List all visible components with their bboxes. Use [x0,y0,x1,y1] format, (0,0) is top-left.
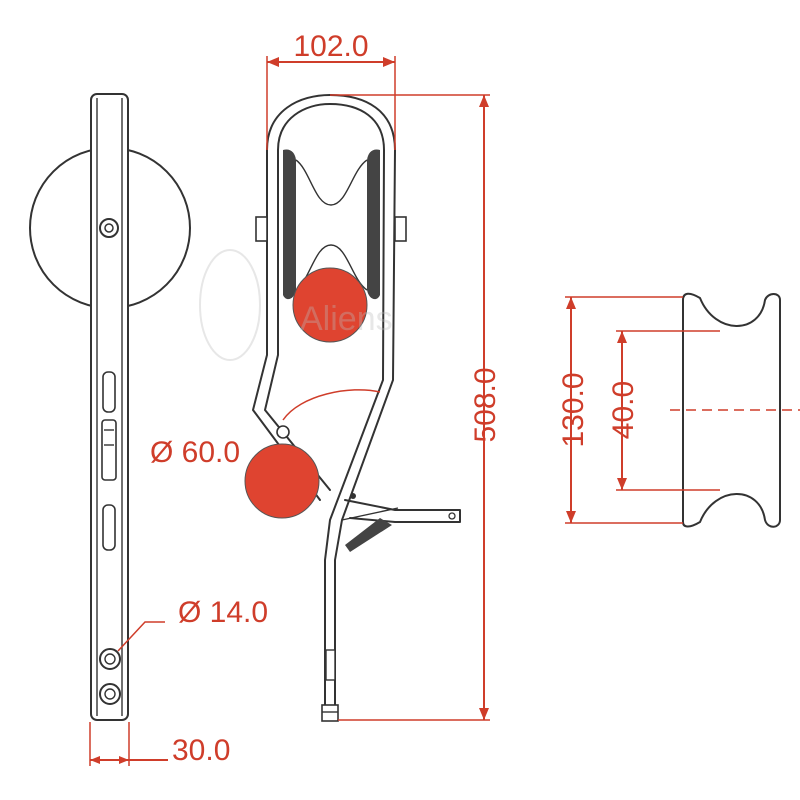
roller-sweep-arc [282,389,381,421]
roller-outer [244,443,320,519]
pulley-flange-left [283,149,296,300]
pulley-outline [682,292,781,528]
hole-leader-line [117,621,165,652]
hole-dimension: Ø 14.0 [117,596,268,652]
hole-lower-inner [104,688,116,700]
arrow [617,331,627,343]
arrow [90,756,100,764]
pulley-groove-dimension: 40.0 [607,330,720,491]
arrow [383,57,395,67]
pulley-outer-label: 130.0 [557,372,590,447]
watermark: Aliens [199,249,393,361]
front-view [244,94,461,722]
frame-inner [277,103,385,721]
wedge-outline [341,507,399,521]
arrow [566,511,576,523]
watermark-text: Aliens [300,300,393,338]
arrow [119,756,129,764]
pulley-groove-top [295,159,368,206]
roller-dimension: Ø 60.0 [150,389,381,469]
arrow [566,297,576,309]
pulley-profile [670,292,800,528]
side-view [29,93,191,721]
arrow [267,57,279,67]
pivot-joint [276,425,290,439]
roller-inner [292,267,368,343]
arrow [617,478,627,490]
roller-diameter-label: Ø 60.0 [150,436,240,469]
side-arm-hole [448,512,456,520]
arrow [479,708,489,720]
side-arm [344,499,461,523]
top-width-label: 102.0 [293,30,368,63]
bolt-right [394,216,407,242]
post-clip [325,649,336,681]
post-base [321,704,339,722]
latch-slot-top [102,371,116,413]
pulley-outer-dimension: 130.0 [557,296,683,524]
hole-diameter-label: Ø 14.0 [178,596,268,629]
pivot-dot [350,493,356,499]
bolt-left [255,216,268,242]
bar-width-label: 30.0 [172,734,230,767]
height-label: 508.0 [469,367,502,442]
height-dimension: 508.0 [330,94,502,721]
arrow [479,95,489,107]
wedge [345,518,392,552]
top-width-dimension: 102.0 [266,30,396,150]
hole-upper-inner [104,653,116,665]
latch-slot-bottom [102,504,116,551]
bar-width-dimension: 30.0 [89,722,230,767]
pulley-flange-right [367,149,380,300]
side-axle-bolt-inner [104,223,114,233]
watermark-logo [199,249,261,361]
pulley-groove-label: 40.0 [607,381,640,439]
latch-body [101,419,117,481]
